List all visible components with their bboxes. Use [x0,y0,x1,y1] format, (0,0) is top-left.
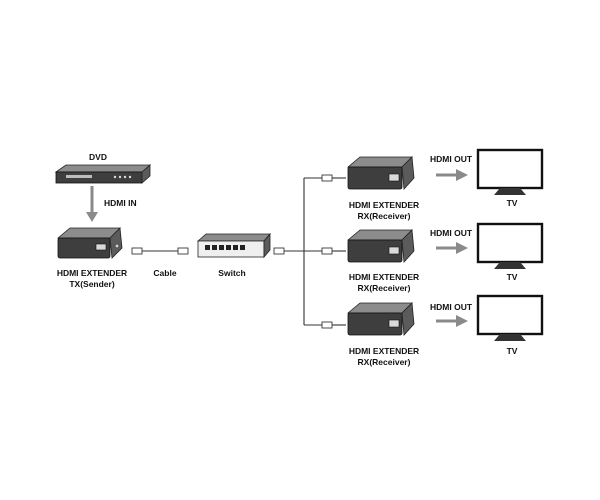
tx-to-switch-cable [131,247,189,255]
tx-sender-device [56,227,123,259]
rx-hdmi-port [388,173,400,182]
tv-screen [476,148,544,190]
hdmi-out-label: HDMI OUT [430,154,473,164]
tv-stand [494,334,526,341]
switch-port [212,245,217,250]
hdmi-out-arrow [436,242,468,254]
hdmi-out-arrow [436,315,468,327]
tx-rj45-port [114,243,120,249]
tv-screen [476,294,544,336]
switch-label: Switch [218,268,245,278]
switch-port [233,245,238,250]
dvd-button [128,175,132,179]
cable-plug [321,247,333,255]
switch-top-face [196,233,271,242]
rx-hdmi-port [388,246,400,255]
rx-receiver-device [346,302,415,336]
switch-port [226,245,231,250]
receiver-row-1: HDMI EXTENDER RX(Receiver) HDMI OUT TV [321,148,544,221]
tx-front-face [57,237,111,259]
hdmi-in-label: HDMI IN [104,198,137,208]
switch-port [205,245,210,250]
tx-top-face [56,227,121,239]
hdmi-out-arrow [436,169,468,181]
tv-icon [476,148,544,195]
hdmi-in-arrow [86,186,98,222]
rx-front-face [347,312,403,336]
tx-label-line1: HDMI EXTENDER [57,268,127,278]
switch-to-bus-cable [273,177,322,326]
network-switch [196,232,271,259]
rx-top-face [346,302,413,314]
rx-label-line1: HDMI EXTENDER [349,272,419,282]
rx-front-face [347,239,403,263]
tv-stand [494,188,526,195]
tv-label: TV [507,198,518,208]
rx-hdmi-port [388,319,400,328]
rx-top-face [346,229,413,241]
switch-side-face [263,232,271,259]
cable-plug [321,321,333,329]
tv-icon [476,222,544,269]
rx-receiver-device [346,229,415,263]
tx-hdmi-port [95,243,107,251]
rx-side-face [401,302,415,336]
cable-plug [321,174,333,182]
cable-plug [131,247,143,255]
tx-side-face [109,227,123,259]
dvd-label: DVD [89,152,107,162]
tv-label: TV [507,346,518,356]
dvd-player [54,164,152,184]
tv-screen [476,222,544,264]
dvd-button [118,175,122,179]
dvd-top-face [54,164,152,173]
receiver-row-3: HDMI EXTENDER RX(Receiver) HDMI OUT TV [321,294,544,367]
tv-label: TV [507,272,518,282]
tv-stand [494,262,526,269]
receiver-row-2: HDMI EXTENDER RX(Receiver) HDMI OUT TV [321,222,544,293]
switch-port [219,245,224,250]
rx-side-face [401,229,415,263]
dvd-side-face [141,164,151,184]
cable-plug [177,247,189,255]
rx-receiver-device [346,156,415,190]
rx-label-line1: HDMI EXTENDER [349,200,419,210]
cable-plug [273,247,285,255]
rx-top-face [346,156,413,168]
rx-label-line2: RX(Receiver) [358,211,411,221]
dvd-button [113,175,117,179]
rx-label-line2: RX(Receiver) [358,283,411,293]
rx-side-face [401,156,415,190]
hdmi-out-label: HDMI OUT [430,228,473,238]
dvd-button [123,175,127,179]
switch-port [240,245,245,250]
rx-label-line2: RX(Receiver) [358,357,411,367]
rx-front-face [347,166,403,190]
tv-icon [476,294,544,341]
tx-label-line2: TX(Sender) [69,279,115,289]
hdmi-out-label: HDMI OUT [430,302,473,312]
cable-label: Cable [153,268,176,278]
rx-label-line1: HDMI EXTENDER [349,346,419,356]
dvd-disc-tray [66,175,92,178]
